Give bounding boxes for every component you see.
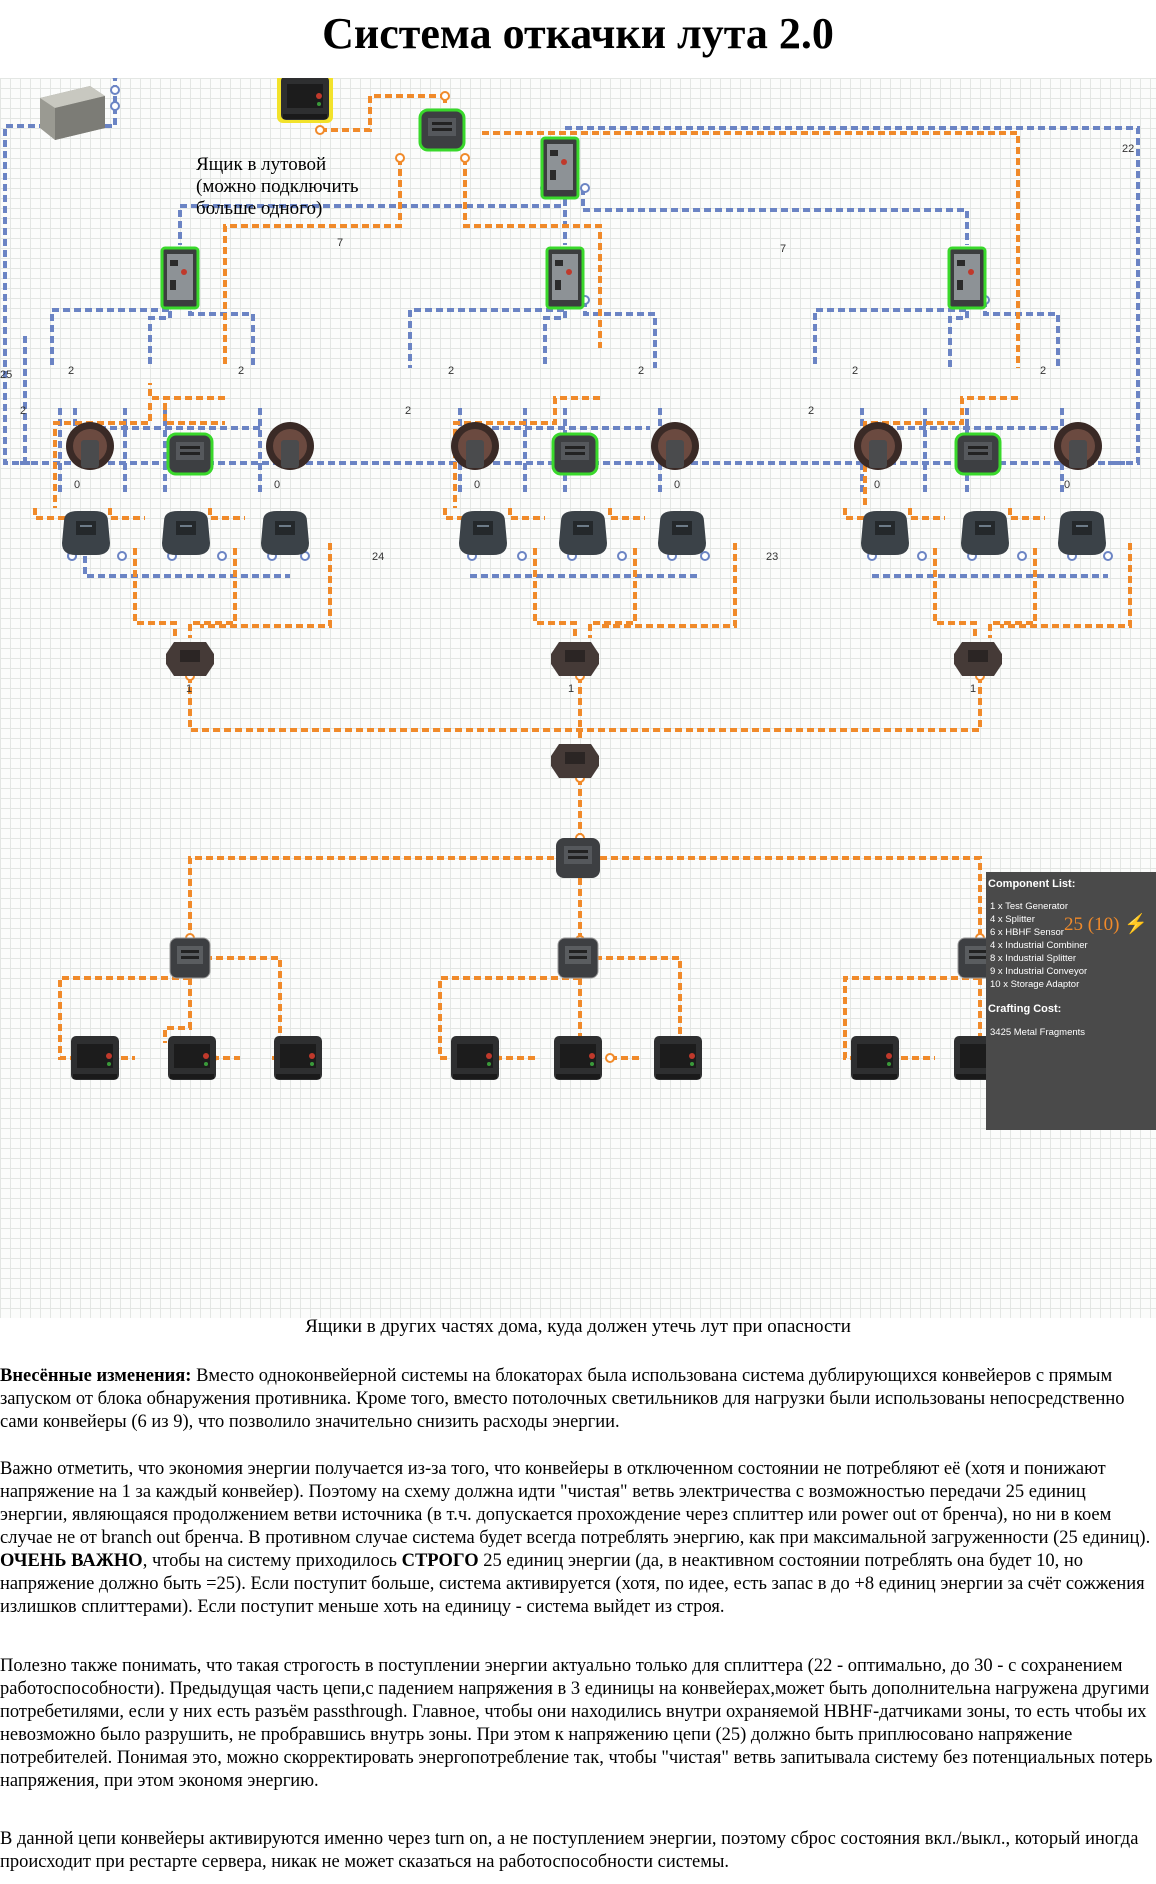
component-item: 6 x HBHF Sensor — [990, 927, 1064, 938]
storage-adaptor-source — [418, 108, 466, 152]
strictly-label: СТРОГО — [401, 1551, 479, 1571]
wire-labels: 22 7 7 25 2 2 2 2 2 2 2 2 2 0 0 0 0 0 0 … — [0, 143, 1134, 695]
wire-label: 2 — [405, 405, 411, 417]
wire-label: 2 — [20, 405, 26, 417]
industrial-splitter — [166, 642, 214, 676]
component-list: 1 x Test Generator 4 x Splitter 6 x HBHF… — [990, 900, 1156, 991]
wire-label: 7 — [337, 237, 343, 249]
conveyor — [162, 511, 210, 555]
splitter-center-b — [651, 422, 699, 470]
combiner-center — [551, 432, 599, 476]
splitter-text: Полезно также понимать, что такая строго… — [0, 1656, 1153, 1791]
wire-label: 2 — [1040, 365, 1046, 377]
storage-box — [554, 1036, 602, 1080]
splitter-paragraph: Полезно также понимать, что такая строго… — [0, 1655, 1156, 1793]
wire-label: 0 — [274, 479, 280, 491]
loot-room-box — [277, 78, 333, 123]
wire-label: 0 — [74, 479, 80, 491]
wire-label: 0 — [874, 479, 880, 491]
splitter-left-b — [266, 422, 314, 470]
splitter-left-a — [66, 422, 114, 470]
wire-label: 2 — [68, 365, 74, 377]
wire-label: 0 — [1064, 479, 1070, 491]
component-item: 1 x Test Generator — [990, 901, 1068, 912]
hbhf-sensor-center — [545, 246, 585, 310]
power-value: 25 (10) — [1064, 914, 1120, 935]
changes-paragraph: Внесённые изменения: Вместо одноконвейер… — [0, 1365, 1156, 1434]
storage-adaptor — [557, 937, 599, 979]
wire-label: 1 — [186, 683, 192, 695]
loot-source-crate — [40, 86, 105, 140]
splitter-right-b — [1054, 422, 1102, 470]
energy-text-b: , чтобы на систему приходилось — [142, 1551, 402, 1571]
wire-label: 0 — [674, 479, 680, 491]
power-readout: 25 (10) ⚡ — [1064, 912, 1148, 936]
wire-label: 2 — [808, 405, 814, 417]
conveyor — [559, 511, 607, 555]
boxes-caption: Ящики в других частях дома, куда должен … — [305, 1316, 851, 1337]
hbhf-sensor-right — [947, 246, 987, 310]
wire-label: 22 — [1122, 143, 1134, 155]
storage-box — [274, 1036, 322, 1080]
component-item: 9 x Industrial Conveyor — [990, 966, 1088, 977]
component-list-panel: Component List: 1 x Test Generator 4 x S… — [986, 872, 1156, 1130]
combiner-right — [954, 432, 1002, 476]
industrial-splitter — [954, 642, 1002, 676]
component-list-heading: Component List: — [988, 878, 1076, 890]
storage-box — [451, 1036, 499, 1080]
wire-label: 2 — [638, 365, 644, 377]
energy-text-a: Важно отметить, что экономия энергии пол… — [0, 1459, 1151, 1548]
splitter-center-a — [451, 422, 499, 470]
wire-label: 24 — [372, 551, 384, 563]
wire-label: 2 — [448, 365, 454, 377]
energy-text-c: 25 единиц энергии (да, в неактивном сост… — [0, 1551, 1145, 1617]
conveyor — [658, 511, 706, 555]
wire-label: 7 — [780, 243, 786, 255]
storage-box — [654, 1036, 702, 1080]
very-important-label: ОЧЕНЬ ВАЖНО — [0, 1551, 143, 1571]
wire-label: 2 — [238, 365, 244, 377]
turn-on-text: В данной цепи конвейеры активируются име… — [0, 1829, 1139, 1872]
wire-label: 2 — [852, 365, 858, 377]
conveyor — [459, 511, 507, 555]
turn-on-paragraph: В данной цепи конвейеры активируются име… — [0, 1828, 1156, 1874]
wire-label: 1 — [970, 683, 976, 695]
energy-paragraph: Важно отметить, что экономия энергии пол… — [0, 1458, 1156, 1619]
storage-adaptor — [169, 937, 211, 979]
conveyor — [261, 511, 309, 555]
crafting-cost-heading: Crafting Cost: — [988, 1003, 1062, 1015]
storage-box — [168, 1036, 216, 1080]
schematic-diagram: 22 7 7 25 2 2 2 2 2 2 2 2 2 0 0 0 0 0 0 … — [0, 78, 1156, 1337]
storage-box — [851, 1036, 899, 1080]
crafting-cost-value: 3425 Metal Fragments — [990, 1027, 1086, 1038]
conveyor — [1058, 511, 1106, 555]
schematic-svg: 22 7 7 25 2 2 2 2 2 2 2 2 2 0 0 0 0 0 0 … — [0, 78, 1140, 1080]
wire-label: 0 — [474, 479, 480, 491]
hbhf-sensor-left — [160, 246, 200, 310]
changes-label: Внесённые изменения: — [0, 1366, 192, 1386]
changes-text: Вместо одноконвейерной системы на блокат… — [0, 1366, 1125, 1432]
loot-box-note: Ящик в лутовой (можно подключить больше … — [196, 154, 359, 219]
component-item: 10 x Storage Adaptor — [990, 979, 1080, 990]
splitter-right-a — [854, 422, 902, 470]
component-item: 4 x Splitter — [990, 914, 1035, 925]
conveyor — [62, 511, 110, 555]
wire-label: 1 — [568, 683, 574, 695]
industrial-splitter — [551, 642, 599, 676]
storage-box — [71, 1036, 119, 1080]
page-title: Система откачки лута 2.0 — [322, 9, 834, 58]
industrial-combiner — [556, 838, 600, 878]
wire-label: 25 — [0, 369, 12, 381]
lightning-icon: ⚡ — [1124, 914, 1148, 935]
conveyor — [961, 511, 1009, 555]
item-wires — [33, 94, 1132, 1060]
component-item: 8 x Industrial Splitter — [990, 953, 1077, 964]
conveyor — [861, 511, 909, 555]
combiner-left — [166, 432, 214, 476]
hbhf-sensor-main — [540, 136, 580, 200]
wire-label: 23 — [766, 551, 778, 563]
component-item: 4 x Industrial Combiner — [990, 940, 1088, 951]
industrial-splitter — [551, 744, 599, 778]
